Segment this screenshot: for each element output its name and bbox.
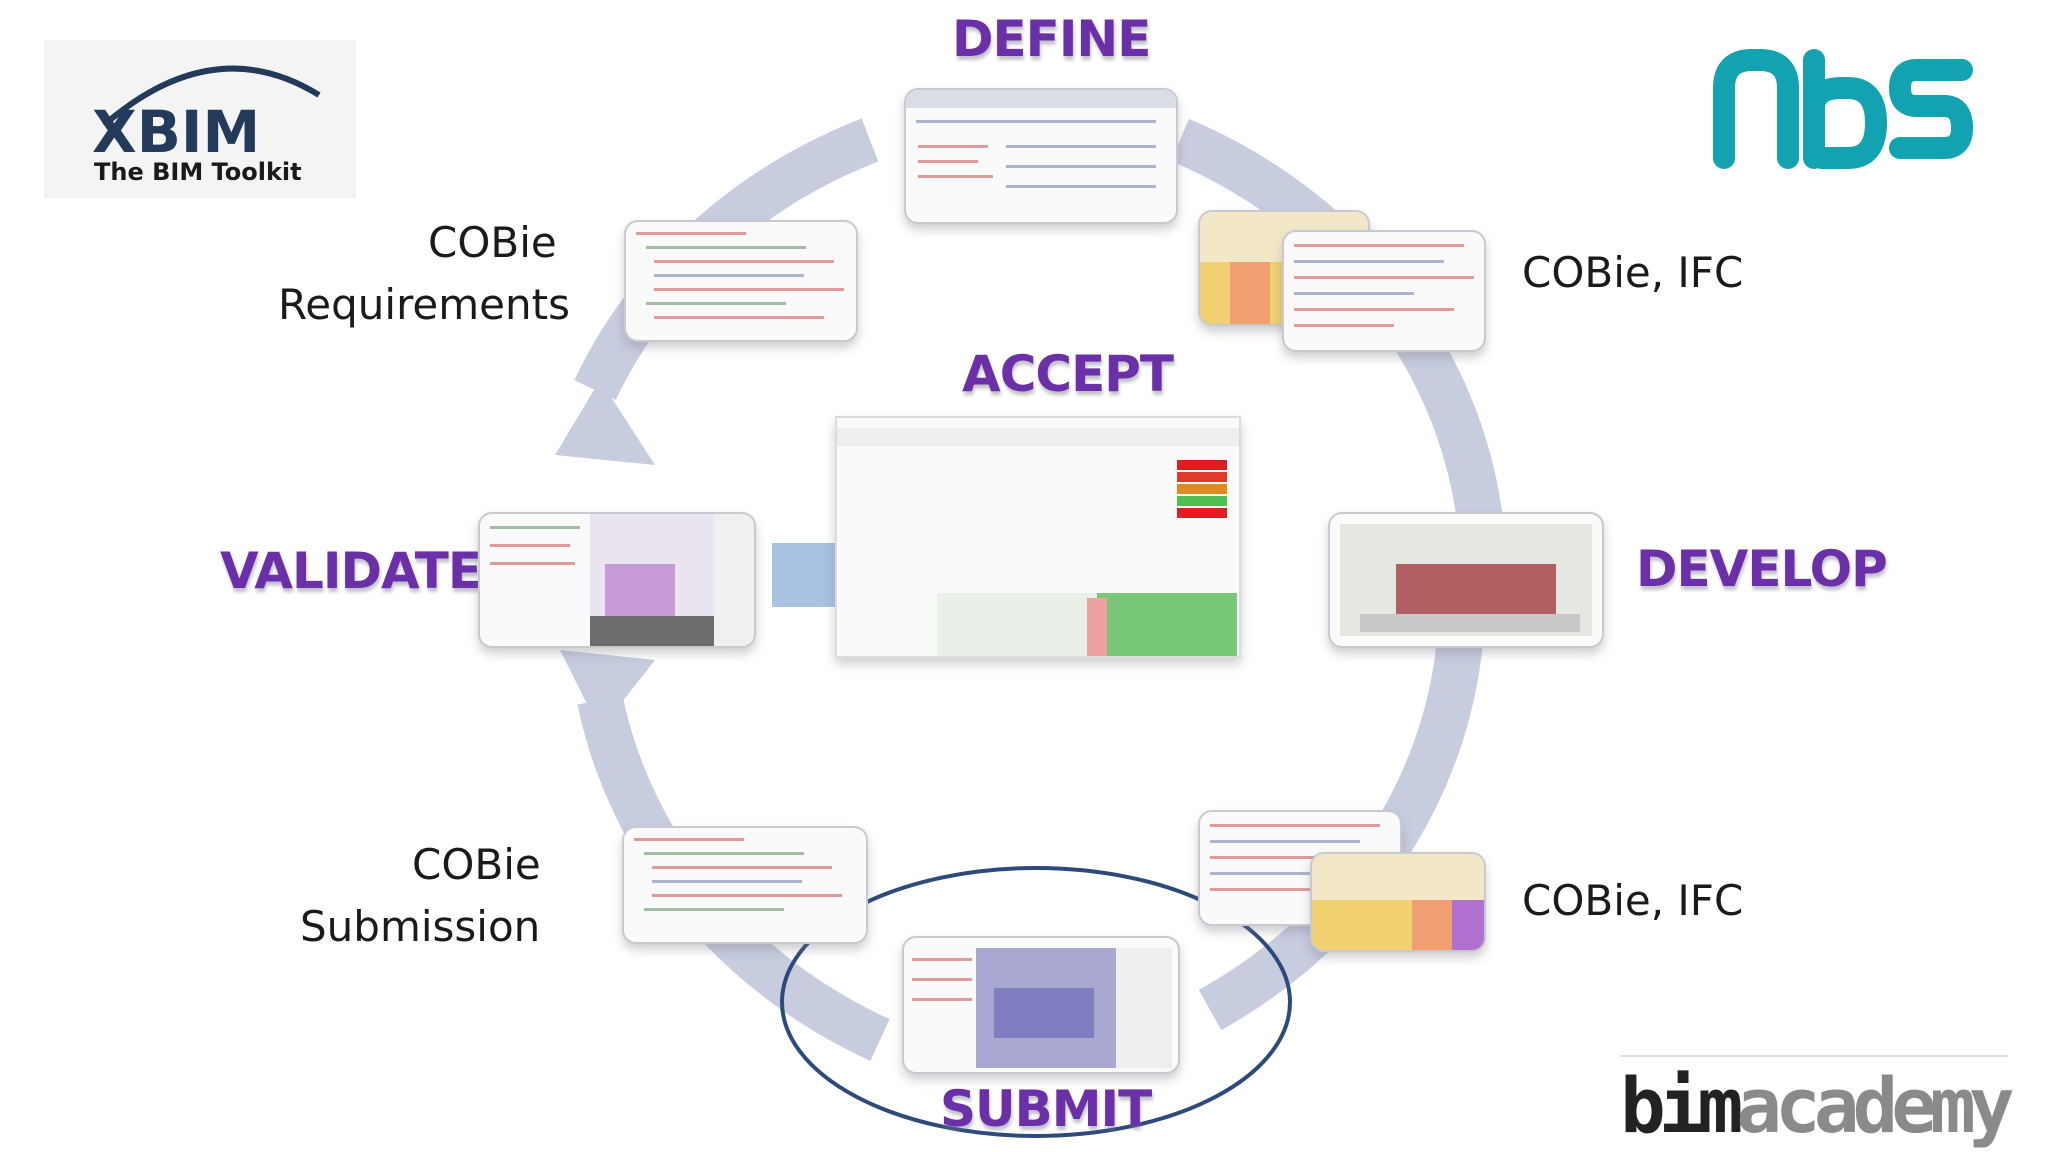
cycle-arrowhead-to-validate-top: [555, 380, 655, 465]
stage-label-validate: VALIDATE: [220, 542, 482, 600]
xbim-swoosh-icon: XBIM: [92, 65, 321, 166]
note-line: COBie: [412, 840, 541, 889]
nbs-mark-icon: [1713, 49, 1974, 169]
develop-model-thumbnail: [1328, 512, 1604, 648]
stage-label-accept: ACCEPT: [962, 345, 1174, 403]
note-line: COBie: [428, 218, 557, 267]
validation-report-thumbnail: [835, 416, 1241, 658]
bim-academy-prefix: bim: [1620, 1061, 1743, 1150]
note-line: Requirements: [278, 280, 570, 329]
nbs-logo: [1712, 48, 1982, 178]
note-line: Submission: [300, 902, 541, 951]
bim-academy-suffix: academy: [1736, 1061, 2014, 1150]
stage-label-define: DEFINE: [952, 10, 1151, 68]
submit-model-thumbnail: [902, 936, 1180, 1074]
xbim-logo: XBIM The BIM Toolkit: [44, 40, 356, 198]
cobie-requirements-note: COBie Requirements: [278, 212, 570, 336]
bim-academy-logo: bimacademy: [1620, 1055, 2015, 1150]
cobie-requirements-xml-thumbnail: [624, 220, 858, 342]
ifc-file-thumbnail-top: [1282, 230, 1486, 352]
cobie-submission-note: COBie Submission: [300, 834, 541, 958]
cobie-submission-xml-thumbnail: [622, 826, 868, 944]
stage-label-develop: DEVELOP: [1636, 540, 1888, 598]
develop-output-bottom-note: COBie, IFC: [1522, 876, 1744, 925]
cobie-spreadsheet-thumbnail-bottom: [1310, 852, 1486, 952]
define-screenshot-thumbnail: [904, 88, 1178, 224]
develop-output-top-note: COBie, IFC: [1522, 248, 1744, 297]
stage-label-submit: SUBMIT: [940, 1080, 1152, 1138]
xbim-tagline: The BIM Toolkit: [94, 158, 302, 186]
cycle-arrowhead-to-validate: [560, 650, 655, 730]
validate-viewer-thumbnail: [478, 512, 756, 648]
xbim-wordmark: XBIM: [92, 98, 260, 166]
submit-highlight-ellipse: [780, 866, 1292, 1138]
